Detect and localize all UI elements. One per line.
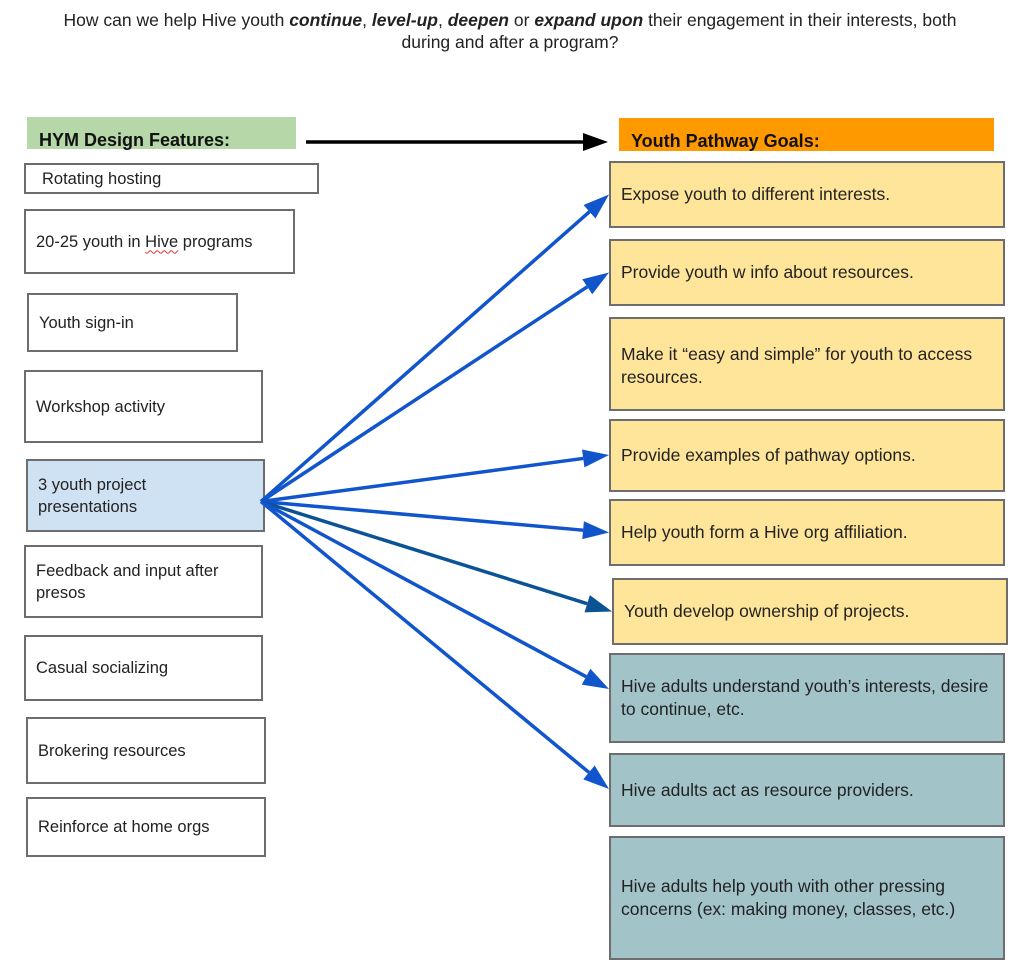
feature-box-youth-count[interactable]: 20-25 youth in Hive programs: [24, 209, 295, 274]
question-emphasis: continue: [289, 10, 363, 30]
goal-box-easy-access[interactable]: Make it “easy and simple” for youth to a…: [609, 317, 1005, 411]
goal-box-expose-interests[interactable]: Expose youth to different interests.: [609, 161, 1005, 228]
arrowhead-icon: [583, 194, 609, 219]
question-emphasis: level-up: [371, 10, 438, 30]
feature-box-youth-sign-in[interactable]: Youth sign-in: [27, 293, 238, 352]
feature-box-casual-socializing[interactable]: Casual socializing: [24, 635, 263, 701]
question-text: How can we help Hive youth: [63, 10, 290, 30]
goal-label: Provide youth w info about resources.: [621, 262, 914, 282]
goal-label: Help youth form a Hive org affiliation.: [621, 522, 908, 542]
feature-label: Youth sign-in: [39, 313, 134, 332]
connector-line-adults-resource-providers: [259, 500, 591, 774]
connector-line-project-ownership: [260, 499, 588, 606]
goal-label: Youth develop ownership of projects.: [624, 601, 910, 621]
connector-line-org-affiliation: [260, 499, 584, 532]
header-arrowhead-icon: [583, 133, 608, 151]
goal-box-adults-understand[interactable]: Hive adults understand youth’s interests…: [609, 653, 1005, 743]
feature-box-project-presentations[interactable]: 3 youth project presentations: [26, 459, 265, 532]
arrowhead-icon: [584, 595, 612, 613]
question-text: or: [509, 10, 535, 30]
header-arrow: [306, 133, 608, 151]
goal-box-adults-pressing-concerns[interactable]: Hive adults help youth with other pressi…: [609, 836, 1005, 960]
goal-box-info-resources[interactable]: Provide youth w info about resources.: [609, 239, 1005, 306]
goal-box-adults-resource-providers[interactable]: Hive adults act as resource providers.: [609, 753, 1005, 827]
goal-label: Expose youth to different interests.: [621, 184, 891, 204]
connector-line-expose-interests: [259, 210, 591, 503]
design-features-header: HYM Design Features:: [27, 117, 296, 150]
goal-box-pathway-examples[interactable]: Provide examples of pathway options.: [609, 419, 1005, 492]
goal-box-project-ownership[interactable]: Youth develop ownership of projects.: [612, 578, 1008, 645]
guiding-question: How can we help Hive youth continue, lev…: [0, 9, 1020, 53]
question-text: ,: [362, 10, 372, 30]
pathway-goals-header: Youth Pathway Goals:: [619, 118, 994, 151]
connection-arrows: [259, 194, 612, 789]
goal-label: Hive adults help youth with other pressi…: [621, 876, 956, 919]
question-emphasis: deepen: [447, 10, 510, 30]
arrowhead-icon: [583, 765, 609, 789]
feature-box-brokering-resources[interactable]: Brokering resources: [26, 717, 266, 784]
feature-box-rotating-hosting[interactable]: Rotating hosting: [24, 163, 319, 194]
connector-line-info-resources: [260, 285, 589, 503]
feature-box-workshop-activity[interactable]: Workshop activity: [24, 370, 263, 443]
question-emphasis: expand upon: [534, 10, 644, 30]
connector-line-pathway-examples: [260, 456, 584, 504]
feature-label: Rotating hosting: [42, 169, 162, 188]
goal-box-org-affiliation[interactable]: Help youth form a Hive org affiliation.: [609, 499, 1005, 566]
question-text: their engagement in their interests, bot…: [401, 10, 957, 52]
question-text: ,: [438, 10, 448, 30]
feature-box-feedback-input[interactable]: Feedback and input after presos: [24, 545, 263, 618]
feature-label: Brokering resources: [38, 741, 186, 760]
arrowhead-icon: [582, 521, 609, 540]
feature-label: 3 youth project presentations: [38, 475, 147, 516]
feature-label: Reinforce at home orgs: [38, 818, 210, 836]
arrowhead-icon: [581, 668, 609, 689]
feature-label: 20-25 youth in Hive programs: [36, 232, 253, 251]
goal-label: Hive adults understand youth’s interests…: [621, 676, 989, 719]
feature-label: Feedback and input after presos: [36, 561, 219, 602]
feature-label: Workshop activity: [36, 397, 165, 416]
goal-label: Provide examples of pathway options.: [621, 445, 916, 465]
goal-label: Make it “easy and simple” for youth to a…: [621, 344, 973, 387]
feature-label: Casual socializing: [36, 659, 169, 677]
arrowhead-icon: [582, 272, 609, 295]
connector-line-adults-understand: [260, 499, 587, 679]
feature-box-reinforce-home-orgs[interactable]: Reinforce at home orgs: [26, 797, 266, 857]
arrowhead-icon: [582, 449, 609, 468]
goal-label: Hive adults act as resource providers.: [621, 779, 914, 800]
